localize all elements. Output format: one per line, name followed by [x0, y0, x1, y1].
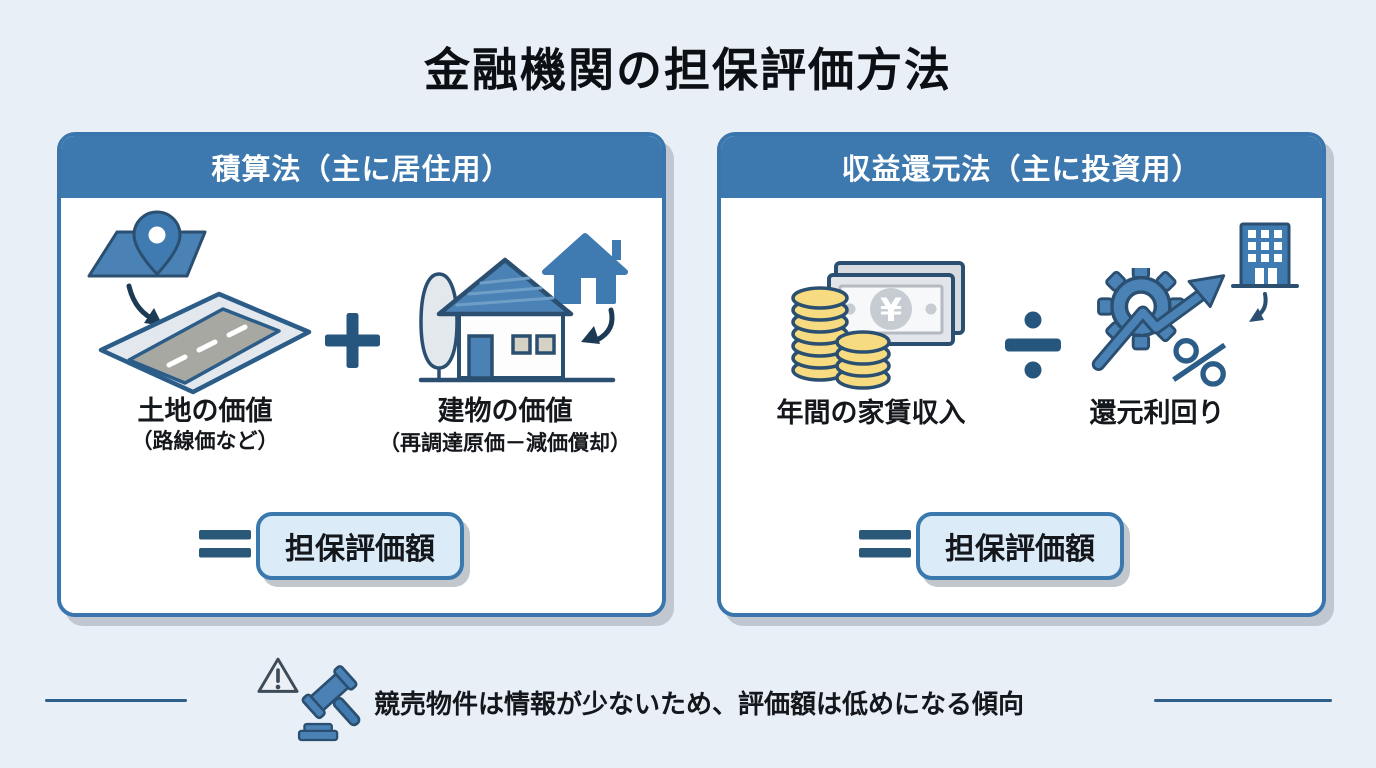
land-value-sublabel: （路線価など） — [131, 430, 279, 453]
page-title: 金融機関の担保評価方法 — [424, 44, 952, 96]
building-value-sublabel: （再調達原価－減価償却） — [379, 432, 631, 455]
yen-symbol: ¥ — [880, 291, 902, 329]
equals-icon — [199, 530, 251, 558]
cap-rate-label: 還元利回り — [1089, 398, 1225, 428]
gavel-icon — [297, 665, 361, 742]
building-icon — [1231, 222, 1299, 322]
annual-rent-label: 年間の家賃収入 — [776, 398, 966, 428]
coins-banknote-icon: ¥ — [791, 261, 965, 390]
panel-body-cost-approach: 土地の価値 （路線価など） 建物の価値 （再調達原価－減価償却） 担保評価額 — [61, 198, 662, 613]
house-tree-icon — [418, 233, 628, 383]
panel-cost-approach: 積算法（主に居住用） — [57, 132, 666, 617]
panel-header-cost-approach: 積算法（主に居住用） — [61, 136, 662, 198]
footnote-divider-left — [45, 699, 187, 702]
result-box-income-approach: 担保評価額 — [916, 512, 1124, 580]
gear-growth-percent-icon — [1091, 268, 1227, 387]
result-box-cost-approach: 担保評価額 — [256, 512, 464, 580]
divide-icon — [1005, 311, 1061, 379]
footnote-text: 競売物件は情報が少ないため、評価額は低めになる傾向 — [374, 689, 1025, 719]
footnote-divider-right — [1154, 699, 1332, 702]
equals-icon — [859, 530, 911, 558]
panel-body-income-approach: ¥ — [721, 198, 1322, 613]
land-value-label: 土地の価値 — [137, 396, 273, 426]
plus-icon — [325, 313, 380, 368]
panel-income-approach: 収益還元法（主に投資用） ¥ — [717, 132, 1326, 617]
warning-triangle-icon — [257, 657, 299, 693]
panel-header-income-approach: 収益還元法（主に投資用） — [721, 136, 1322, 198]
building-value-label: 建物の価値 — [437, 396, 573, 426]
map-pin-road-icon — [87, 210, 312, 395]
